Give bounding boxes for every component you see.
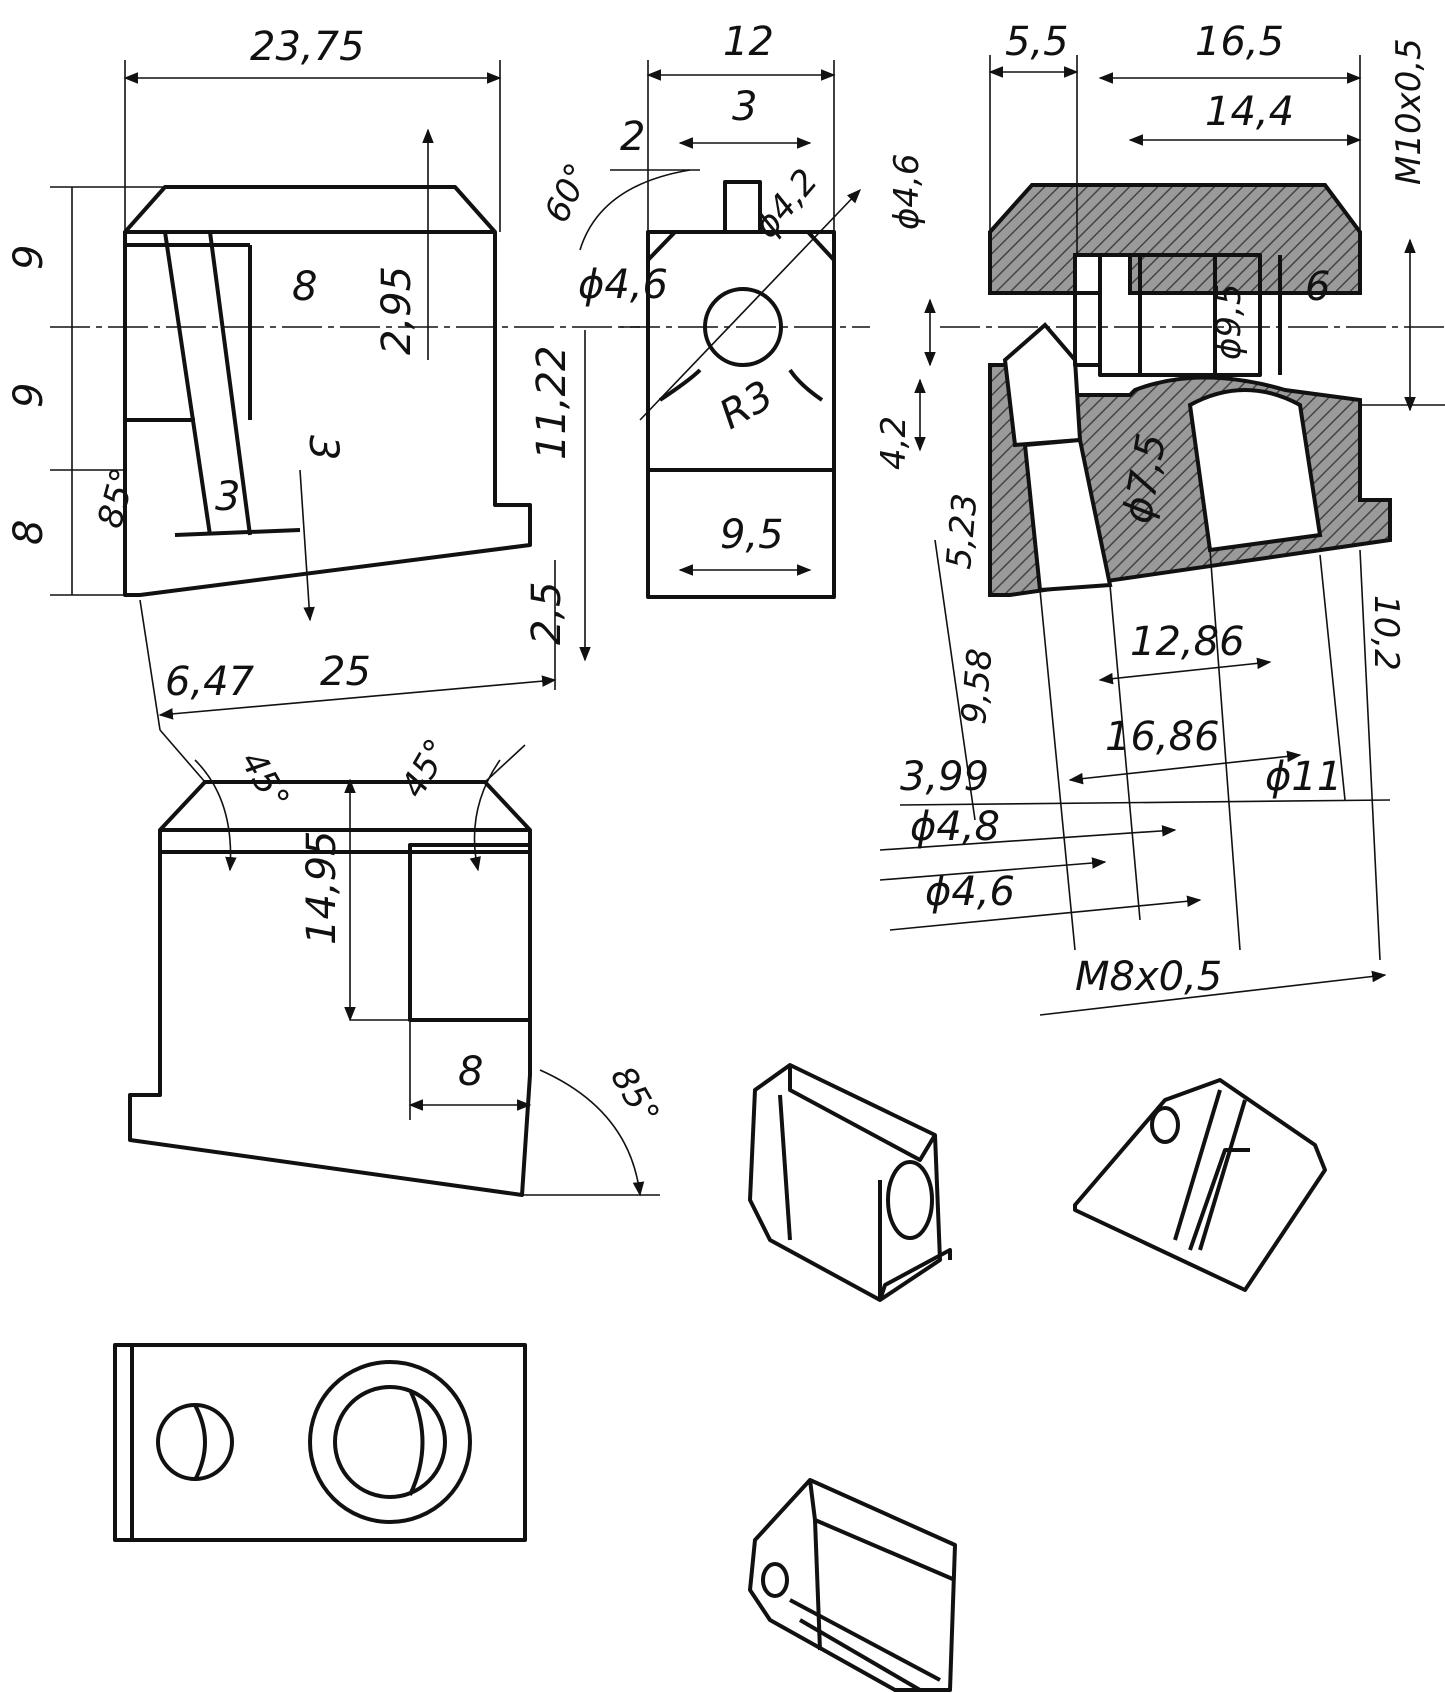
dim-side-phi46: ϕ4,6 <box>578 262 668 308</box>
dim-sec-phi48: ϕ4,8 <box>910 804 1000 850</box>
dim-top-1495: 14,95 <box>299 830 345 945</box>
dim-front-647: 6,47 <box>165 659 255 705</box>
dim-side-3: 3 <box>732 84 757 130</box>
dim-sec-144: 14,4 <box>1205 89 1294 135</box>
dim-top-45a: 45° <box>232 745 297 817</box>
dim-sec-1286: 12,86 <box>1130 619 1245 665</box>
dim-front-8-inner: 8 <box>292 264 317 310</box>
dim-sec-399: 3,99 <box>900 754 989 800</box>
dim-front-25: 25 <box>320 649 371 695</box>
dim-front-1122: 11,22 <box>529 345 575 460</box>
dim-side-12: 12 <box>723 19 774 65</box>
dim-sec-phi46-bot: ϕ4,6 <box>925 869 1015 915</box>
dim-sec-523: 5,23 <box>939 492 985 571</box>
dim-front-8-left: 8 <box>6 520 52 545</box>
side-view <box>579 60 870 599</box>
dim-front-295: 2,95 <box>374 266 420 355</box>
dim-top-85: 85° <box>602 1060 667 1132</box>
dim-side-95: 9,5 <box>720 512 784 558</box>
dim-front-3-inner: 3 <box>215 474 240 520</box>
dim-sec-42: 4,2 <box>874 416 914 470</box>
dim-side-2: 2 <box>620 114 645 160</box>
front-view <box>50 60 640 731</box>
isometric-view-2 <box>1073 1078 1327 1292</box>
dim-front-9-top: 9 <box>6 245 52 270</box>
dim-side-r3: R3 <box>712 372 781 438</box>
dim-sec-phi11: ϕ11 <box>1265 754 1342 800</box>
bottom-view <box>113 1343 527 1542</box>
dim-sec-phi46-top: ϕ4,6 <box>887 154 927 231</box>
dim-sec-m8: M8x0,5 <box>1075 954 1222 1000</box>
isometric-view-1 <box>748 1063 952 1302</box>
isometric-view-3 <box>748 1478 957 1692</box>
dim-side-60: 60° <box>537 157 599 229</box>
section-view <box>879 55 1445 1016</box>
dim-top-45b: 45° <box>393 732 458 804</box>
dim-sec-6: 6 <box>1305 264 1330 310</box>
dim-sec-55: 5,5 <box>1005 19 1069 65</box>
dim-top-8: 8 <box>458 1049 483 1095</box>
dim-sec-165: 16,5 <box>1195 19 1284 65</box>
dim-front-9-mid: 9 <box>6 383 52 408</box>
dim-sec-phi95: ϕ9,5 <box>1209 284 1249 361</box>
dim-front-3-right: 3 <box>300 435 346 460</box>
dim-sec-958: 9,58 <box>954 647 1000 726</box>
top-view <box>128 729 660 1197</box>
dim-front-width: 23,75 <box>250 24 365 70</box>
dim-sec-1686: 16,86 <box>1105 714 1220 760</box>
dim-sec-102: 10,2 <box>1366 595 1406 671</box>
dim-front-85: 85° <box>90 464 144 533</box>
dim-sec-m10: M10x0,5 <box>1389 38 1429 185</box>
dim-front-25-vert: 2,5 <box>524 581 570 645</box>
